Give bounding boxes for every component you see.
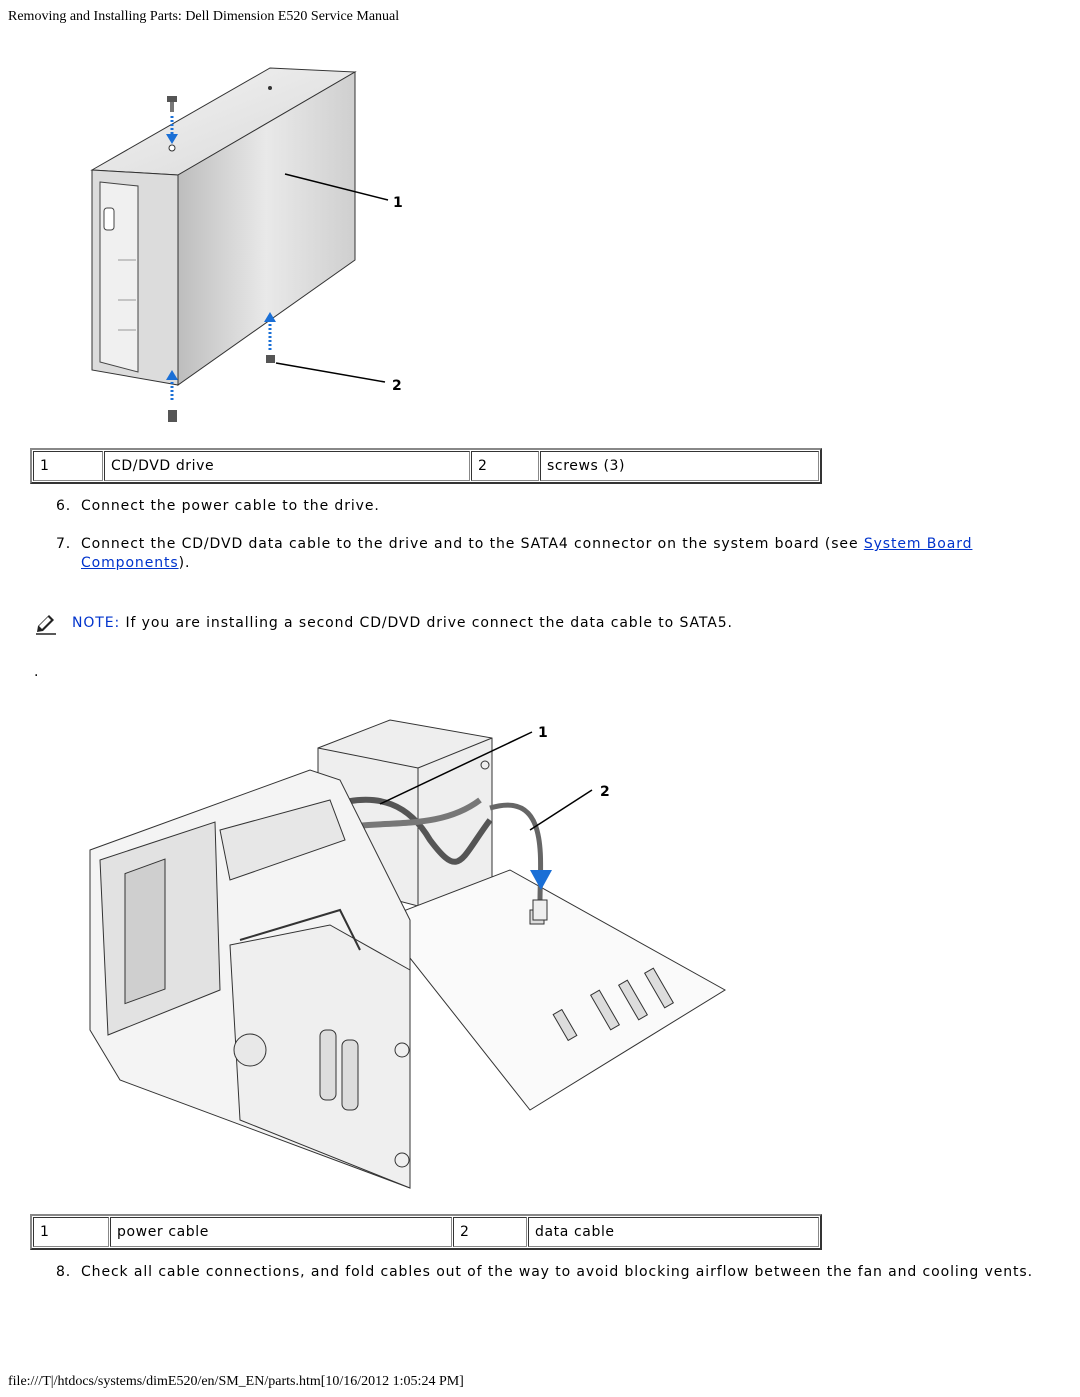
step-7: 7. Connect the CD/DVD data cable to the … (56, 535, 1066, 575)
legend-number: 1 (33, 1217, 109, 1247)
figure2-legend-table: 1 power cable 2 data cable (30, 1214, 822, 1250)
cd-dvd-drive-illustration: 1 2 (90, 67, 403, 422)
page-header-title: Removing and Installing Parts: Dell Dime… (8, 9, 400, 24)
legend-number: 2 (453, 1217, 527, 1247)
legend-label: screws (3) (540, 451, 819, 481)
pencil-note-icon (34, 613, 58, 635)
chassis-cable-illustration: 1 2 (89, 719, 726, 1189)
step-text-end: ). (178, 555, 191, 571)
note-callout: NOTE: If you are installing a second CD/… (34, 613, 1074, 637)
top-screw-icon (167, 96, 177, 112)
step-number: 6. (56, 498, 72, 514)
legend-label: CD/DVD drive (104, 451, 470, 481)
legend-label: power cable (110, 1217, 452, 1247)
note-label: NOTE: (72, 615, 121, 631)
separator-dot: . (34, 664, 39, 680)
step-text: Connect the CD/DVD data cable to the dri… (81, 536, 864, 552)
table-row: 1 CD/DVD drive 2 screws (3) (33, 451, 819, 481)
figure1-legend-table: 1 CD/DVD drive 2 screws (3) (30, 448, 822, 484)
note-text: If you are installing a second CD/DVD dr… (125, 615, 733, 631)
figure2-callout-1: 1 (538, 725, 548, 741)
figure1-callout-2: 2 (392, 378, 402, 394)
step-text: Connect the power cable to the drive. (81, 498, 380, 514)
page-footer-path: file:///T|/htdocs/systems/dimE520/en/SM_… (8, 1374, 464, 1389)
figure1-callout-1: 1 (393, 195, 403, 211)
step-8: 8. Check all cable connections, and fold… (56, 1263, 1076, 1283)
legend-number: 1 (33, 451, 103, 481)
step-6: 6. Connect the power cable to the drive. (56, 497, 1056, 517)
legend-number: 2 (471, 451, 539, 481)
step-number: 7. (56, 536, 72, 552)
figure2-callout-2: 2 (600, 784, 610, 800)
legend-label: data cable (528, 1217, 819, 1247)
table-row: 1 power cable 2 data cable (33, 1217, 819, 1247)
step-number: 8. (56, 1264, 72, 1280)
step-text: Check all cable connections, and fold ca… (81, 1264, 1033, 1280)
